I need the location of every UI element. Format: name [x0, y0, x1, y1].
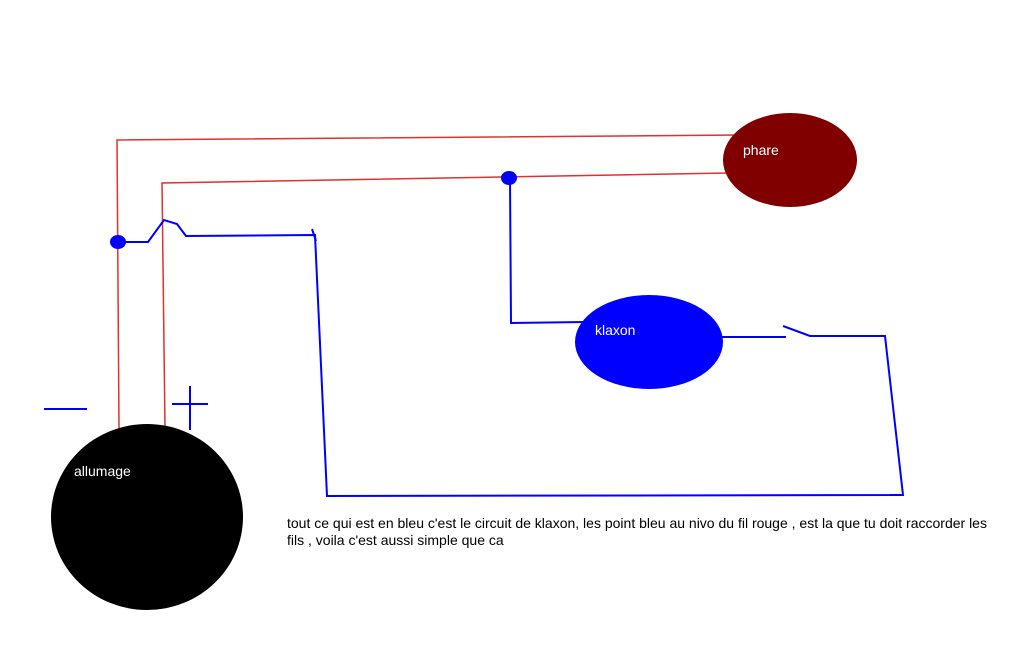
blue-wire-phare-tap: [509, 177, 586, 325]
red-wire-outer: [116, 134, 741, 429]
allumage-label: allumage: [74, 463, 131, 479]
red-wire-inner: [161, 172, 729, 429]
phare-node: [723, 113, 857, 207]
allumage-node: [51, 424, 243, 610]
phare-label: phare: [743, 142, 779, 158]
blue-wires: [118, 177, 905, 498]
red-wires: [116, 134, 741, 429]
explanation-note: tout ce qui est en bleu c'est le circuit…: [287, 515, 987, 548]
junction-dot-top: [501, 171, 517, 185]
junction-dot-left: [110, 235, 126, 249]
blue-wire-end-tick: [311, 228, 317, 242]
klaxon-label: klaxon: [595, 322, 636, 338]
klaxon-node: [575, 295, 723, 389]
